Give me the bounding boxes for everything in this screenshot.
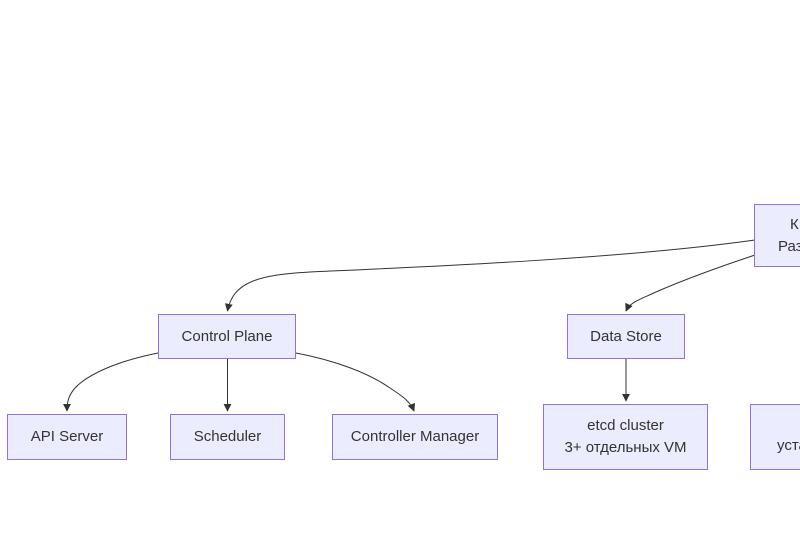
node-root-clipped: К Раз — [754, 204, 800, 267]
edge-root-to-data-store — [625, 254, 756, 312]
node-data-store: Data Store — [567, 314, 685, 359]
node-etcd-cluster: etcd cluster 3+ отдельных VM — [543, 404, 708, 470]
edge-control-plane-to-controller-manager — [295, 352, 416, 412]
node-api-server-label: API Server — [30, 428, 104, 445]
node-bottom-right-label-line2: уста — [777, 437, 800, 454]
edge-control-plane-to-api-server — [63, 352, 159, 412]
node-controller-manager-label: Controller Manager — [350, 428, 480, 445]
node-data-store-label: Data Store — [590, 327, 662, 345]
node-bottom-right-clipped: уста — [750, 404, 800, 470]
node-root-label-line1: К — [790, 216, 799, 233]
node-api-server: API Server — [7, 414, 127, 460]
node-etcd-label-line1: etcd cluster — [587, 417, 664, 434]
node-etcd-label-line2: 3+ отдельных VM — [564, 439, 687, 456]
node-control-plane: Control Plane — [158, 314, 296, 359]
edge-root-to-control-plane — [224, 239, 756, 312]
node-scheduler-label: Scheduler — [193, 428, 262, 445]
node-control-plane-label: Control Plane — [181, 327, 273, 345]
node-root-label-line2: Раз — [778, 238, 800, 255]
node-scheduler: Scheduler — [170, 414, 285, 460]
node-controller-manager: Controller Manager — [332, 414, 498, 460]
